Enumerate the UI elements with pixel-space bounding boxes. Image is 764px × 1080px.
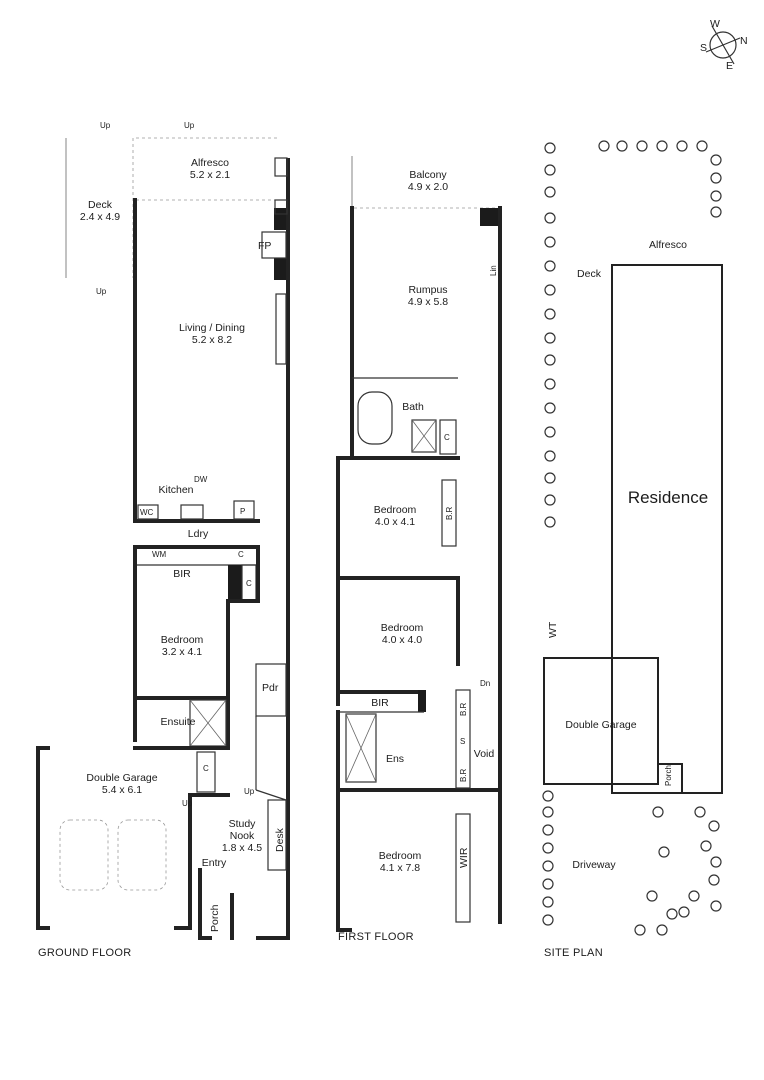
gf-ensuite-name: Ensuite: [160, 716, 195, 728]
ff-bath-name: Bath: [402, 401, 424, 413]
site-driveway: Driveway: [572, 859, 616, 871]
ff-balcony-name: Balcony: [409, 169, 447, 181]
gf-bedroom-name: Bedroom: [161, 634, 204, 646]
compass-icon: W N S E: [700, 18, 748, 72]
gf-c-2: C: [246, 579, 252, 588]
gf-study-dims: 1.8 x 4.5: [222, 842, 262, 854]
ff-br-1: B.R: [445, 506, 454, 520]
gf-study-name: Study: [229, 818, 257, 830]
gf-fp: FP: [258, 240, 271, 252]
compass-n: N: [740, 35, 748, 47]
compass-w: W: [710, 18, 720, 30]
ff-bed2-dims: 4.0 x 4.0: [382, 634, 422, 646]
gf-up-4: Up: [244, 787, 255, 796]
gf-pdr: Pdr: [262, 682, 279, 694]
gf-garage-dims: 5.4 x 6.1: [102, 784, 142, 796]
ff-bed3-name: Bedroom: [379, 850, 422, 862]
site-residence: Residence: [628, 488, 708, 507]
gf-garage-name: Double Garage: [86, 772, 157, 784]
gf-p: P: [240, 507, 245, 516]
ff-bed3-dims: 4.1 x 7.8: [380, 862, 420, 874]
site-plan: [542, 140, 723, 936]
tree-icons: [542, 140, 722, 936]
gf-desk: Desk: [274, 827, 286, 852]
ff-rumpus-name: Rumpus: [408, 284, 447, 296]
ff-wir: WIR: [458, 847, 470, 868]
gf-study-name2: Nook: [230, 830, 255, 842]
ff-bir-name: BIR: [371, 697, 389, 709]
site-alfresco: Alfresco: [649, 239, 687, 251]
gf-porch-name: Porch: [209, 904, 221, 932]
ff-lin: Lin: [489, 265, 498, 276]
gf-dw: DW: [194, 475, 208, 484]
gf-c-3: C: [203, 764, 209, 773]
gf-c-1: C: [238, 550, 244, 559]
gf-kitchen-name: Kitchen: [158, 484, 193, 496]
gf-up-3: Up: [96, 287, 107, 296]
gf-up-2: Up: [184, 121, 195, 130]
ff-void-name: Void: [474, 748, 495, 760]
ff-br-2: B.R: [459, 702, 468, 716]
ff-c: C: [444, 433, 450, 442]
gf-entry-name: Entry: [202, 857, 227, 869]
ground-floor-plan: [36, 137, 290, 940]
ff-ens-name: Ens: [386, 753, 404, 765]
gf-wm: WM: [152, 550, 167, 559]
ff-rumpus-dims: 4.9 x 5.8: [408, 296, 448, 308]
site-plan-caption: SITE PLAN: [544, 947, 603, 959]
gf-wc: WC: [140, 508, 154, 517]
site-wt: WT: [547, 621, 559, 638]
gf-deck-dims: 2.4 x 4.9: [80, 211, 120, 223]
gf-bedroom-dims: 3.2 x 4.1: [162, 646, 202, 658]
gf-alfresco-name: Alfresco: [191, 157, 229, 169]
compass-s: S: [700, 42, 707, 54]
ground-floor-caption: GROUND FLOOR: [38, 947, 131, 959]
compass-e: E: [726, 60, 733, 72]
gf-bir-name: BIR: [173, 568, 191, 580]
gf-living-dims: 5.2 x 8.2: [192, 334, 232, 346]
gf-ldry-name: Ldry: [188, 528, 209, 540]
ff-bed1-dims: 4.0 x 4.1: [375, 516, 415, 528]
first-floor-caption: FIRST FLOOR: [338, 931, 414, 943]
site-deck: Deck: [577, 268, 602, 280]
gf-living-name: Living / Dining: [179, 322, 245, 334]
ff-s: S: [460, 737, 465, 746]
site-garage: Double Garage: [565, 719, 636, 731]
site-porch: Porch: [664, 765, 673, 786]
gf-up-5: Up: [182, 799, 193, 808]
ff-dn: Dn: [480, 679, 490, 688]
gf-alfresco-dims: 5.2 x 2.1: [190, 169, 230, 181]
ff-bed1-name: Bedroom: [374, 504, 417, 516]
gf-up-1: Up: [100, 121, 111, 130]
ff-br-3: B.R: [459, 768, 468, 782]
ff-bed2-name: Bedroom: [381, 622, 424, 634]
gf-deck-name: Deck: [88, 199, 113, 211]
ff-balcony-dims: 4.9 x 2.0: [408, 181, 448, 193]
first-floor-plan: [336, 156, 502, 932]
